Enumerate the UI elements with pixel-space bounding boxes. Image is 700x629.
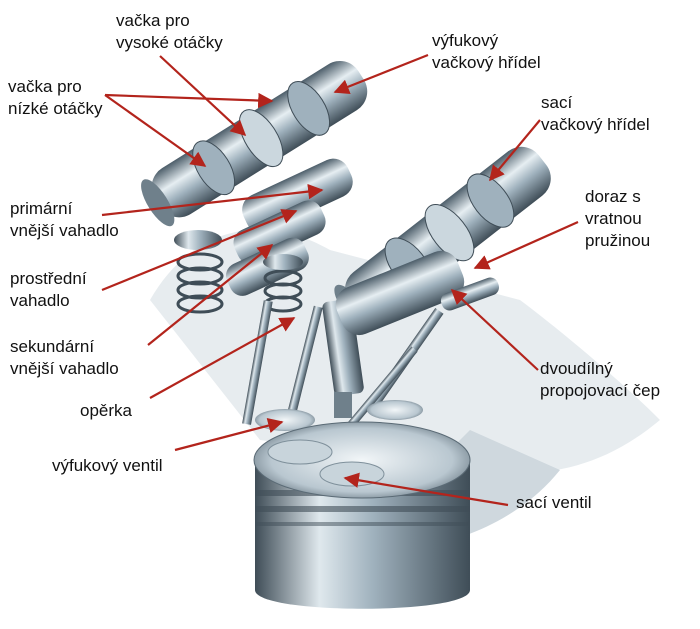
label-intake-camshaft: sací vačkový hřídel — [541, 93, 650, 134]
arrow-high-speed-cam — [159, 55, 247, 137]
label-low-speed-cam: vačka pro nízké otáčky — [8, 77, 103, 118]
label-support: opěrka — [80, 401, 132, 420]
label-exhaust-valve: výfukový ventil — [52, 456, 163, 475]
intake-rocker-assembly — [334, 250, 500, 444]
piston — [253, 421, 471, 609]
label-two-part-pin: dvoudílný propojovací čep — [540, 359, 661, 400]
exhaust-rocker-assembly — [174, 158, 353, 314]
label-high-speed-cam: vačka pro vysoké otáčky — [116, 11, 223, 52]
arrow-intake-camshaft — [489, 119, 541, 182]
arrow-spring-stop — [473, 220, 579, 270]
label-spring-stop: doraz s vratnou pružinou — [585, 187, 651, 250]
arrow-low-speed-cam-b — [104, 94, 207, 167]
label-secondary-rocker: sekundární vnější vahadlo — [10, 337, 119, 378]
label-intake-valve: sací ventil — [516, 493, 592, 512]
arrow-two-part-pin — [450, 288, 539, 371]
arrow-exhaust-camshaft — [333, 53, 429, 95]
valve-spring-left — [176, 252, 224, 314]
arrow-intake-valve — [343, 472, 509, 507]
label-middle-rocker: prostřední vahadlo — [10, 269, 87, 310]
arrow-low-speed-cam-a — [104, 92, 274, 109]
label-exhaust-camshaft: výfukový vačkový hřídel — [432, 31, 541, 72]
arrow-support — [149, 317, 296, 399]
arrow-primary-rocker — [101, 183, 324, 217]
annotation-arrows — [101, 53, 579, 507]
valve-spring-mid — [263, 269, 303, 313]
label-primary-rocker: primární vnější vahadlo — [10, 199, 119, 240]
arrow-secondary-rocker — [147, 244, 274, 346]
arrow-exhaust-valve — [174, 418, 284, 452]
arrow-middle-rocker — [101, 209, 298, 292]
